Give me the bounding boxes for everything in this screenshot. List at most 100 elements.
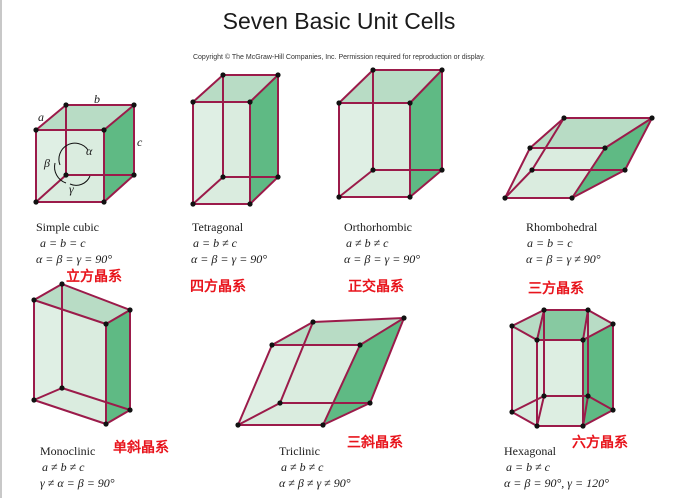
simple-cubic-vertex-5	[131, 102, 137, 108]
hexagonal-edge-10	[587, 395, 614, 411]
hexagonal-vertex-3	[610, 321, 616, 327]
monoclinic-vertex-4	[59, 281, 65, 287]
hexagonal-vertex-5	[541, 307, 547, 313]
triclinic-vertex-6	[367, 400, 373, 406]
cn-label-monoclinic: 单斜晶系	[113, 440, 169, 456]
hexagonal-edge-0	[511, 325, 538, 341]
hexagonal-vertex-9	[610, 407, 616, 413]
hexagonal-side-face	[583, 324, 613, 426]
tetragonal-vertex-5	[275, 72, 281, 78]
hexagonal-vertex-0	[509, 323, 515, 329]
cell-simple-cubic	[33, 102, 137, 205]
monoclinic-vertex-5	[127, 307, 133, 313]
rhombohedral-edge-10	[571, 169, 626, 199]
simple-cubic-edge-8	[35, 104, 67, 131]
triclinic-edge-9	[359, 317, 405, 346]
orthorhombic-vertex-5	[439, 67, 445, 73]
triclinic-vertex-3	[235, 422, 241, 428]
beta-arc	[54, 162, 67, 184]
cell-rel1-monoclinic: a ≠ b ≠ c	[42, 460, 85, 474]
label-c: c	[137, 135, 143, 149]
tetragonal-edge-10	[249, 176, 279, 205]
cell-rel1-triclinic: a ≠ b ≠ c	[281, 460, 324, 474]
orthorhombic-edge-10	[409, 169, 443, 198]
cell-rhombohedral	[502, 115, 655, 201]
monoclinic-vertex-3	[31, 397, 37, 403]
monoclinic-vertex-2	[103, 421, 109, 427]
monoclinic-top-face	[34, 284, 130, 324]
monoclinic-edge-4	[61, 283, 131, 311]
cell-rel2-triclinic: α ≠ β ≠ γ ≠ 90°	[279, 476, 351, 490]
rhombohedral-vertex-2	[569, 195, 575, 201]
tetragonal-side-face	[250, 75, 278, 204]
rhombohedral-edge-5	[624, 117, 653, 171]
triclinic-edge-5	[369, 317, 405, 404]
alpha-arc	[58, 142, 89, 166]
tetragonal-vertex-1	[247, 99, 253, 105]
monoclinic-edge-9	[105, 309, 131, 325]
simple-cubic-top-face	[36, 105, 134, 130]
cell-rel2-simple-cubic: α = β = γ = 90°	[36, 252, 113, 266]
orthorhombic-vertex-4	[370, 67, 376, 73]
cell-name-simple-cubic: Simple cubic	[36, 220, 99, 234]
cn-label-tetragonal: 四方晶系	[190, 279, 246, 295]
cell-rel1-tetragonal: a = b ≠ c	[193, 236, 238, 250]
cell-rel1-rhombohedral: a = b = c	[527, 236, 573, 250]
rhombohedral-vertex-7	[529, 167, 535, 173]
cell-name-orthorhombic: Orthorhombic	[344, 220, 412, 234]
triclinic-edge-10	[322, 402, 371, 426]
rhombohedral-edge-9	[604, 117, 653, 149]
simple-cubic-vertex-7	[63, 172, 69, 178]
monoclinic-vertex-0	[31, 297, 37, 303]
simple-cubic-vertex-0	[33, 127, 39, 133]
simple-cubic-vertex-4	[63, 102, 69, 108]
label-alpha: α	[86, 144, 93, 158]
hexagonal-vertex-8	[580, 423, 586, 429]
hexagonal-vertex-11	[541, 393, 547, 399]
orthorhombic-vertex-6	[439, 167, 445, 173]
monoclinic-vertex-7	[59, 385, 65, 391]
triclinic-vertex-2	[320, 422, 326, 428]
rhombohedral-vertex-3	[502, 195, 508, 201]
simple-cubic-labels: b a c α β γ	[38, 92, 143, 196]
simple-cubic-edge-9	[103, 104, 135, 131]
cn-label-orthorhombic: 正交晶系	[348, 279, 404, 295]
triclinic-vertex-7	[277, 400, 283, 406]
triclinic-vertex-0	[269, 342, 275, 348]
cell-rel2-hexagonal: α = β = 90°, γ = 120°	[504, 476, 609, 490]
cell-rel2-rhombohedral: α = β = γ ≠ 90°	[526, 252, 601, 266]
label-gamma: γ	[69, 182, 74, 196]
tetragonal-vertex-7	[220, 174, 226, 180]
triclinic-front-face	[238, 345, 360, 425]
cn-label-simple-cubic: 立方晶系	[66, 269, 122, 285]
triclinic-side-face	[323, 318, 404, 425]
hexagonal-vertex-6	[509, 409, 515, 415]
cell-rel2-tetragonal: α = β = γ = 90°	[191, 252, 268, 266]
cell-hexagonal	[509, 307, 616, 429]
copyright-notice: Copyright © The McGraw-Hill Companies, I…	[192, 54, 485, 61]
orthorhombic-front-face	[339, 103, 410, 197]
orthorhombic-vertex-7	[370, 167, 376, 173]
simple-cubic-vertex-6	[131, 172, 137, 178]
orthorhombic-vertex-3	[336, 194, 342, 200]
left-border	[0, 0, 2, 498]
simple-cubic-edge-11	[35, 174, 67, 203]
cell-name-hexagonal: Hexagonal	[504, 444, 556, 458]
rhombohedral-edge-11	[504, 169, 533, 199]
rhombohedral-edge-7	[531, 117, 565, 171]
triclinic-edge-1	[322, 344, 361, 426]
monoclinic-edge-8	[33, 283, 63, 301]
simple-cubic-edge-10	[103, 174, 135, 203]
triclinic-edge-7	[279, 321, 314, 404]
label-beta: β	[43, 156, 50, 170]
tetragonal-vertex-6	[275, 174, 281, 180]
rhombohedral-vertex-5	[649, 115, 655, 121]
cell-rel1-simple-cubic: a = b = c	[40, 236, 86, 250]
triclinic-edge-4	[312, 317, 405, 323]
hexagonal-left-face	[512, 326, 537, 426]
tetragonal-edge-11	[192, 176, 224, 205]
hexagonal-vertex-2	[580, 337, 586, 343]
monoclinic-edge-10	[105, 409, 131, 425]
monoclinic-vertex-6	[127, 407, 133, 413]
